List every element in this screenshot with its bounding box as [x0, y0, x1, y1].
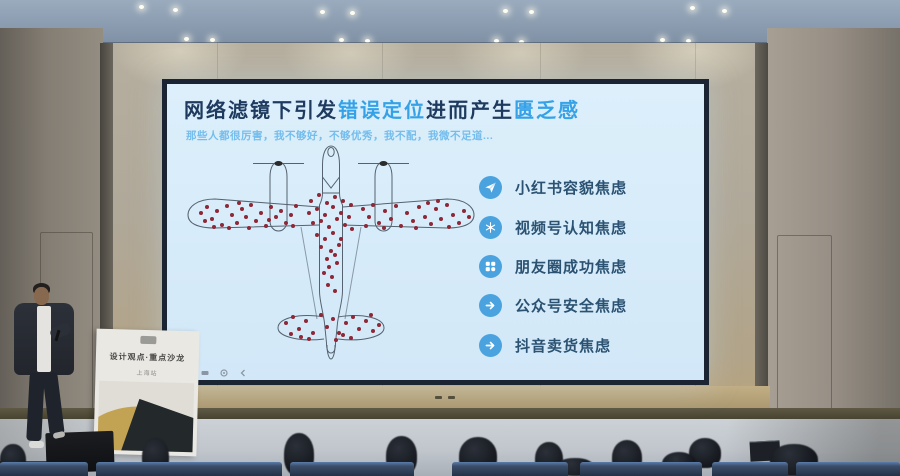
paper-plane-icon: [479, 176, 502, 200]
poster-title: 设计观点·重点沙龙: [109, 352, 186, 364]
ceiling-light: [660, 38, 665, 42]
screen-side-pillar-left: [100, 43, 113, 413]
title-segment: 匮乏感: [514, 100, 580, 122]
anxiety-list-item: 朋友圈成功焦虑: [479, 247, 699, 286]
presenter-leg-right: [42, 372, 65, 436]
presentation-slide: 网络滤镜下引发错误定位进而产生匮乏感 那些人都很厉害，我不够好，不够优秀，我不配…: [167, 84, 704, 380]
stage-back-strip: [0, 408, 900, 420]
chair-back: [452, 462, 568, 476]
ceiling: [0, 0, 900, 46]
wall-lower-band: [100, 386, 770, 409]
propeller-hub-right: [379, 161, 388, 166]
presenter-shirt: [37, 306, 51, 372]
chair-back: [290, 462, 414, 476]
arrow-right-icon: [479, 294, 502, 318]
snowflake-icon: [479, 215, 502, 239]
poster-subtitle: 上海站: [136, 370, 158, 378]
slide-title: 网络滤镜下引发错误定位进而产生匮乏感: [184, 94, 580, 123]
survivorship-bias-airplane-diagram: [187, 145, 475, 360]
anxiety-list-item: 小红书容貌焦虑: [479, 168, 699, 207]
chair-back: [796, 462, 900, 476]
arrow-right-icon: [479, 333, 502, 357]
slide-subtitle: 那些人都很厉害，我不够好，不够优秀，我不配，我微不足道...: [186, 130, 494, 142]
anxiety-list-item: 抖音卖货焦虑: [479, 326, 699, 365]
propeller-hub-left: [274, 161, 283, 166]
title-segment: 进而产生: [426, 100, 514, 122]
presenter-face: [34, 287, 49, 305]
back-arrow-icon: [238, 365, 248, 377]
ceiling-light: [350, 11, 355, 15]
chair-back: [580, 462, 702, 476]
projection-screen: 网络滤镜下引发错误定位进而产生匮乏感 那些人都很厉害，我不够好，不够优秀，我不配…: [162, 79, 709, 385]
anxiety-label: 朋友圈成功焦虑: [515, 258, 628, 276]
presenter-shoe-left: [29, 441, 44, 448]
ceiling-light: [173, 8, 178, 12]
ceiling-light: [529, 10, 534, 14]
wall-band-mark: [448, 396, 455, 399]
anxiety-label: 抖音卖货焦虑: [515, 337, 612, 355]
anxiety-list-item: 公众号安全焦虑: [479, 286, 699, 325]
ceiling-light: [210, 38, 215, 42]
ceiling-light: [722, 9, 727, 13]
chair-back: [712, 462, 788, 476]
highlighter-icon: [200, 365, 210, 375]
ceiling-light: [686, 39, 691, 43]
ceiling-light: [365, 39, 370, 43]
presenter-leg-left: [26, 372, 45, 442]
chair-back: [96, 462, 282, 476]
ceiling-light: [503, 9, 508, 13]
ceiling-light: [320, 10, 325, 14]
anxiety-list: 小红书容貌焦虑视频号认知焦虑朋友圈成功焦虑公众号安全焦虑抖音卖货焦虑: [479, 168, 699, 365]
screen-side-pillar-right: [755, 43, 768, 413]
presenter-shoe-right: [52, 430, 66, 440]
right-wall: [767, 28, 900, 420]
anxiety-label: 公众号安全焦虑: [515, 298, 628, 316]
ceiling-light: [139, 5, 144, 9]
anxiety-label: 小红书容貌焦虑: [515, 180, 628, 198]
wall-band-mark: [435, 396, 442, 399]
title-segment: 错误定位: [338, 100, 426, 122]
ceiling-light: [494, 39, 499, 43]
title-segment: 网络滤镜下引发: [184, 100, 338, 122]
grid-icon: [479, 254, 502, 278]
poster-logo-icon: [140, 335, 157, 345]
presenter: [12, 283, 78, 453]
ceiling-light: [519, 40, 524, 44]
ceiling-light: [184, 37, 189, 41]
bullet-holes: [199, 193, 471, 342]
anxiety-label: 视频号认知焦虑: [515, 219, 628, 237]
anxiety-list-item: 视频号认知焦虑: [479, 207, 699, 246]
chair-back: [0, 462, 88, 476]
right-wall-door: [777, 235, 832, 413]
ceiling-light: [690, 6, 695, 10]
ceiling-light: [339, 38, 344, 42]
laser-pointer-icon: [219, 365, 229, 377]
